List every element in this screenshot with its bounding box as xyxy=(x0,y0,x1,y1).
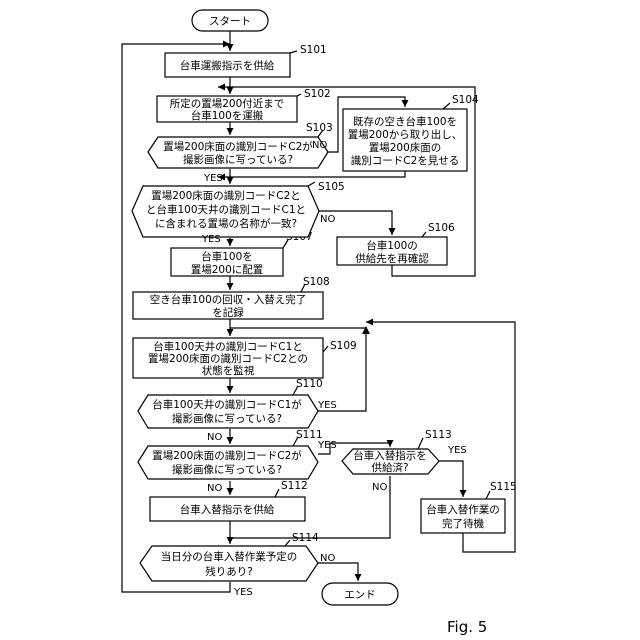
figure-label: Fig. 5 xyxy=(447,618,487,636)
step-s115-line-1: 台車入替作業の xyxy=(426,503,500,516)
step-s101-leader xyxy=(290,51,297,53)
step-s107: 台車100を 置場200に配置 S107 xyxy=(171,231,313,276)
edge-s113-yes-s115 xyxy=(435,461,463,497)
decision-s103-id: S103 xyxy=(306,122,333,134)
step-s106: 台車100の 供給先を再確認 S106 xyxy=(337,222,455,265)
step-s109-id: S109 xyxy=(330,340,357,352)
step-s106-leader xyxy=(422,232,426,237)
step-s108-line-2: を記録 xyxy=(212,306,244,319)
decision-s114: 当日分の台車入替作業予定の 残りあり? S114 NO YES xyxy=(140,532,335,598)
step-s102-line-1: 所定の置場200付近まで xyxy=(170,97,285,110)
decision-s114-line-2: 残りあり? xyxy=(205,565,253,578)
decision-s103-line-2: 撮影画像に写っている? xyxy=(183,153,293,166)
step-s104-line-3: 置場200床面の xyxy=(369,141,442,154)
decision-s103-line-1: 置場200床面の識別コードC2が xyxy=(163,140,313,153)
arrowhead-s110-yes xyxy=(362,326,370,334)
s114-yes-label: YES xyxy=(233,587,253,598)
s110-no-label: NO xyxy=(207,432,222,443)
decision-s113-line-1: 台車入替指示を xyxy=(353,449,427,462)
step-s109-line-3: 状態を監視 xyxy=(202,364,255,377)
decision-s105-leader xyxy=(308,182,315,186)
start-label: スタート xyxy=(209,16,251,28)
edge-s114-no-end xyxy=(318,563,358,581)
decision-s110-id: S110 xyxy=(296,378,323,390)
decision-s110-line-2: 撮影画像に写っている? xyxy=(172,412,282,425)
step-s112-leader xyxy=(275,489,279,497)
decision-s105-line-1: 置場200床面の識別コードC2と xyxy=(151,189,301,202)
end-label: エンド xyxy=(344,589,376,601)
decision-s114-leader xyxy=(285,540,290,546)
step-s102-id: S102 xyxy=(304,88,331,100)
decision-s103: 置場200床面の識別コードC2が 撮影画像に写っている? S103 NO YES xyxy=(148,122,333,184)
decision-s113-id: S113 xyxy=(425,429,452,441)
step-s108-line-1: 空き台車100の回収・入替え完了 xyxy=(150,293,307,306)
s111-yes-label: YES xyxy=(317,440,337,451)
edge-s104-s103 xyxy=(218,171,405,177)
decision-s113-line-2: 供給済? xyxy=(371,461,408,474)
step-s107-line-2: 置場200に配置 xyxy=(191,263,264,276)
step-s106-line-2: 供給先を再確認 xyxy=(355,252,429,265)
step-s104-line-4: 識別コードC2を見せる xyxy=(351,154,460,167)
step-s107-line-1: 台車100を xyxy=(201,250,253,263)
step-s109-leader xyxy=(323,346,328,352)
step-s102-leader xyxy=(297,94,301,96)
step-s108: 空き台車100の回収・入替え完了 を記録 S108 xyxy=(133,276,330,319)
start-terminal: スタート xyxy=(192,10,268,31)
step-s102: 所定の置場200付近まで 台車100を運搬 S102 xyxy=(157,88,331,122)
s113-yes-label: YES xyxy=(447,445,467,456)
step-s104-leader xyxy=(443,103,450,109)
step-s102-line-2: 台車100を運搬 xyxy=(191,109,264,122)
s105-yes-label: YES xyxy=(201,234,221,245)
s103-no-label: NO xyxy=(312,140,327,151)
s105-no-label: NO xyxy=(320,214,335,225)
decision-s114-id: S114 xyxy=(292,532,319,544)
step-s115-id: S115 xyxy=(490,481,517,493)
decision-s110-line-1: 台車100天井の識別コードC1が xyxy=(152,398,302,411)
step-s104-line-2: 置場200から取り出し、 xyxy=(348,128,463,141)
step-s106-id: S106 xyxy=(428,222,455,234)
decision-s105-id: S105 xyxy=(318,181,345,193)
s110-yes-label: YES xyxy=(317,400,337,411)
step-s104-id: S104 xyxy=(452,94,479,106)
step-s112: 台車入替指示を供給 S112 xyxy=(150,480,308,521)
step-s109: 台車100天井の識別コードC1と 置場200床面の識別コードC2との 状態を監視… xyxy=(133,338,357,378)
decision-s111-line-2: 撮影画像に写っている? xyxy=(172,463,282,476)
step-s101-line-1: 台車運搬指示を供給 xyxy=(180,59,275,72)
s114-no-label: NO xyxy=(320,553,335,564)
decision-s114-line-1: 当日分の台車入替作業予定の xyxy=(161,550,298,563)
step-s115-line-2: 完了待機 xyxy=(442,517,484,530)
step-s109-line-2: 置場200床面の識別コードC2との xyxy=(148,352,308,365)
decision-s105: 置場200床面の識別コードC2と と台車100天井の識別コードC1と に含まれる… xyxy=(132,181,345,245)
s103-yes-label: YES xyxy=(203,173,223,184)
step-s109-line-1: 台車100天井の識別コードC1と xyxy=(153,340,303,353)
step-s115: 台車入替作業の 完了待機 S115 xyxy=(421,481,517,533)
step-s112-id: S112 xyxy=(281,480,308,492)
step-s101-id: S101 xyxy=(300,44,327,56)
s111-no-label: NO xyxy=(207,483,222,494)
step-s106-line-1: 台車100の xyxy=(366,239,418,252)
decision-s105-line-2: と台車100天井の識別コードC1と xyxy=(146,203,306,216)
decision-s111-line-1: 置場200床面の識別コードC2が xyxy=(152,449,302,462)
end-terminal: エンド xyxy=(322,583,398,605)
step-s112-line-1: 台車入替指示を供給 xyxy=(180,503,275,516)
decision-s113-leader xyxy=(418,438,423,449)
step-s101: 台車運搬指示を供給 S101 xyxy=(165,44,327,77)
step-s108-id: S108 xyxy=(303,276,330,288)
decision-s105-line-3: に含まれる置場の名称が一致? xyxy=(155,217,297,230)
s113-no-label: NO xyxy=(372,482,387,493)
step-s104-line-1: 既存の空き台車100を xyxy=(353,115,457,128)
step-s104: 既存の空き台車100を 置場200から取り出し、 置場200床面の 識別コードC… xyxy=(343,94,479,171)
